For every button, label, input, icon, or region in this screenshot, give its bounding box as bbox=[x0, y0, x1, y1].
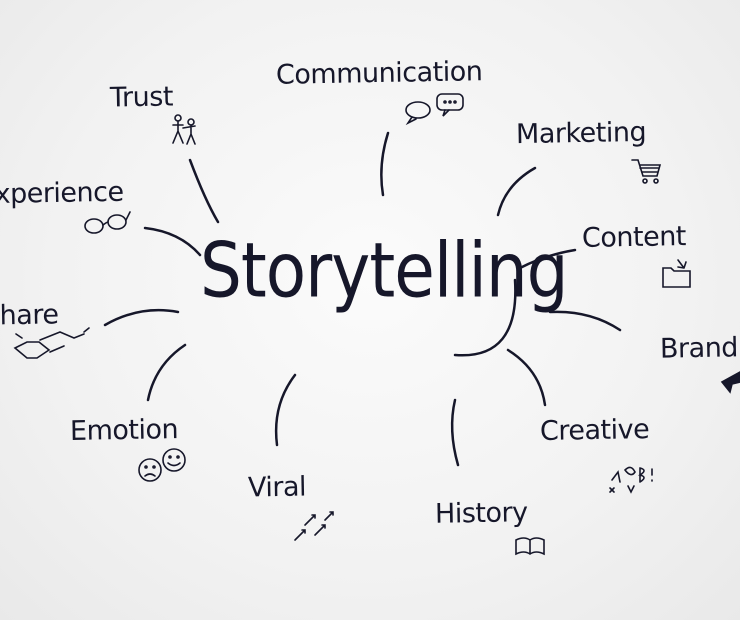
arrows-icon bbox=[294, 511, 334, 541]
line-share bbox=[103, 308, 180, 327]
people-handshake-icon bbox=[172, 114, 196, 145]
line-history bbox=[450, 398, 460, 467]
line-content bbox=[518, 248, 577, 270]
airplane-icon bbox=[720, 371, 740, 394]
line-emotion bbox=[146, 343, 187, 402]
speech-bubbles-icon bbox=[405, 93, 464, 126]
faces-icon bbox=[138, 448, 186, 482]
line-viral bbox=[274, 373, 297, 447]
book-icon bbox=[515, 537, 545, 556]
line-brand bbox=[548, 310, 622, 332]
line-trust bbox=[188, 158, 220, 224]
handshake-icon bbox=[13, 327, 90, 359]
glasses-icon bbox=[84, 211, 131, 234]
line-communication bbox=[380, 131, 390, 197]
center-title: Storytelling bbox=[200, 226, 569, 315]
folder-icon bbox=[662, 259, 691, 288]
line-experience bbox=[143, 226, 202, 257]
storytelling-underline-swash bbox=[453, 278, 517, 357]
line-marketing bbox=[496, 166, 537, 217]
line-creative bbox=[506, 348, 547, 407]
ideas-doodle-icon bbox=[609, 466, 653, 494]
shopping-cart-icon bbox=[631, 159, 662, 184]
